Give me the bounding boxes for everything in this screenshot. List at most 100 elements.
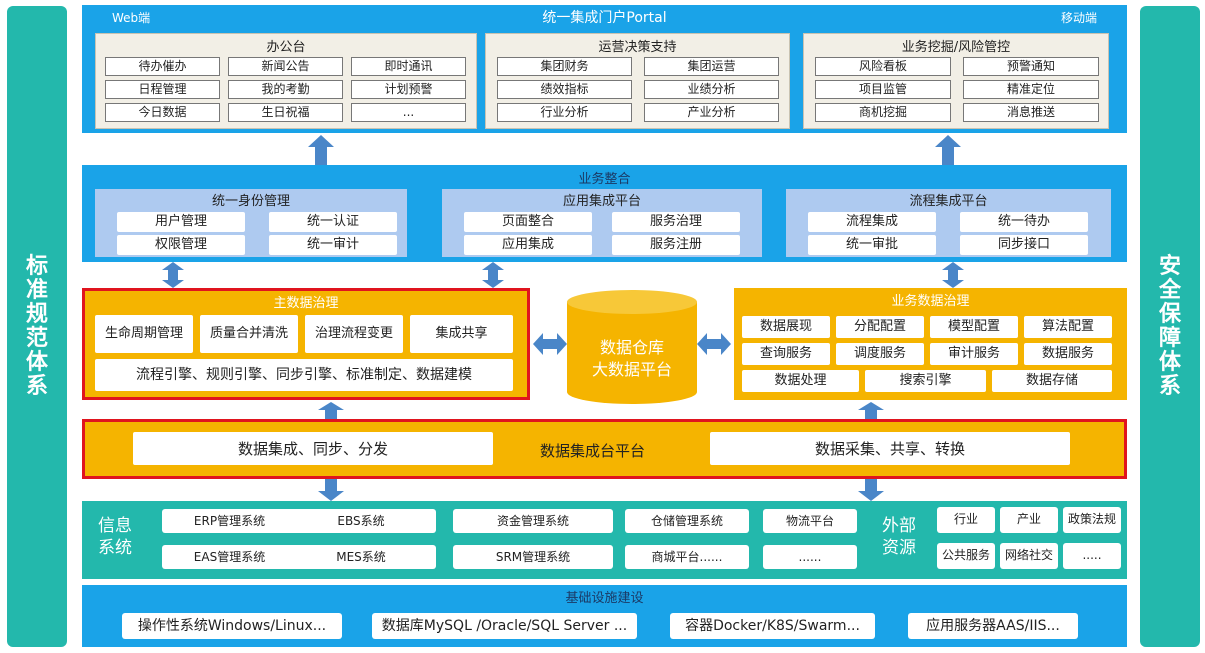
- business-data-item[interactable]: 分配配置: [836, 316, 924, 338]
- business-data-item[interactable]: 搜索引擎: [865, 370, 986, 392]
- office-item[interactable]: 今日数据: [105, 103, 220, 122]
- risk-item[interactable]: 精准定位: [963, 80, 1099, 99]
- risk-item[interactable]: 项目监管: [815, 80, 951, 99]
- business-data-item[interactable]: 审计服务: [930, 343, 1018, 365]
- bidirectional-arrow: [480, 262, 506, 288]
- standard-system-label: 标准规范体系: [25, 253, 48, 399]
- master-data-engines[interactable]: 流程引擎、规则引擎、同步引擎、标准制定、数据建模: [95, 359, 513, 391]
- office-item[interactable]: 计划预警: [351, 80, 466, 99]
- app-integration-item[interactable]: 页面整合: [464, 212, 592, 232]
- infra-item[interactable]: 数据库MySQL /Oracle/SQL Server ...: [372, 613, 637, 639]
- office-item[interactable]: 即时通讯: [351, 57, 466, 76]
- risk-panel-title: 业务挖掘/风险管控: [901, 40, 1011, 55]
- decision-item[interactable]: 集团运营: [644, 57, 779, 76]
- infra-item[interactable]: 容器Docker/K8S/Swarm...: [670, 613, 875, 639]
- office-item[interactable]: 我的考勤: [228, 80, 343, 99]
- business-data-item[interactable]: 算法配置: [1024, 316, 1112, 338]
- master-data-item[interactable]: 质量合并清洗: [200, 315, 298, 353]
- decision-panel-title: 运营决策支持: [598, 40, 677, 55]
- info-system-item[interactable]: MES系统: [286, 545, 436, 569]
- warehouse-line2: 大数据平台: [591, 360, 672, 379]
- app-integration-item[interactable]: 服务注册: [612, 235, 740, 255]
- external-item[interactable]: 政策法规: [1063, 507, 1121, 533]
- infra-item[interactable]: 应用服务器AAS/IIS...: [908, 613, 1078, 639]
- office-panel-title: 办公台: [266, 40, 306, 55]
- infra-item[interactable]: 操作性系统Windows/Linux...: [122, 613, 342, 639]
- app-integration-item[interactable]: 应用集成: [464, 235, 592, 255]
- info-systems-label: 信息系统: [98, 515, 138, 559]
- info-system-item[interactable]: ERP管理系统: [162, 509, 297, 533]
- security-system-label: 安全保障体系: [1158, 253, 1181, 399]
- identity-item[interactable]: 统一认证: [269, 212, 397, 232]
- info-system-item[interactable]: ......: [763, 545, 857, 569]
- horizontal-arrow: [697, 331, 731, 357]
- master-data-item[interactable]: 治理流程变更: [305, 315, 403, 353]
- master-data-title: 主数据治理: [273, 296, 339, 311]
- business-data-item[interactable]: 数据存储: [992, 370, 1112, 392]
- risk-item[interactable]: 消息推送: [963, 103, 1099, 122]
- master-data-item[interactable]: 生命周期管理: [95, 315, 193, 353]
- office-item[interactable]: 待办催办: [105, 57, 220, 76]
- info-system-item[interactable]: 商城平台......: [625, 545, 749, 569]
- business-data-title: 业务数据治理: [891, 294, 970, 309]
- data-warehouse-cylinder: 数据仓库 大数据平台: [567, 290, 697, 405]
- bidirectional-arrow: [940, 262, 966, 288]
- decision-item[interactable]: 业绩分析: [644, 80, 779, 99]
- business-data-item[interactable]: 模型配置: [930, 316, 1018, 338]
- risk-item[interactable]: 预警通知: [963, 57, 1099, 76]
- identity-item[interactable]: 统一审计: [269, 235, 397, 255]
- source-systems-layer: 信息系统 ERP管理系统 EBS系统 资金管理系统 仓储管理系统 物流平台 EA…: [82, 501, 1127, 579]
- infrastructure-layer: 基础设施建设 操作性系统Windows/Linux... 数据库MySQL /O…: [82, 585, 1127, 647]
- platform-right-box[interactable]: 数据采集、共享、转换: [710, 432, 1070, 465]
- office-item[interactable]: 生日祝福: [228, 103, 343, 122]
- info-system-item[interactable]: EBS系统: [286, 509, 436, 533]
- security-system-pillar: 安全保障体系: [1140, 6, 1200, 647]
- warehouse-line1: 数据仓库: [599, 338, 664, 357]
- external-item[interactable]: 网络社交: [1000, 543, 1058, 569]
- info-system-item[interactable]: 资金管理系统: [453, 509, 613, 533]
- external-resources-text: 外部资源: [882, 516, 916, 558]
- risk-item[interactable]: 风险看板: [815, 57, 951, 76]
- decision-panel: 运营决策支持 集团财务 集团运营 绩效指标 业绩分析 行业分析 产业分析: [485, 33, 790, 129]
- master-data-governance: 主数据治理 生命周期管理 质量合并清洗 治理流程变更 集成共享 流程引擎、规则引…: [82, 288, 530, 400]
- app-integration-group-title: 应用集成平台: [562, 194, 641, 209]
- process-item[interactable]: 统一审批: [808, 235, 936, 255]
- identity-group: 统一身份管理 用户管理 统一认证 权限管理 统一审计: [95, 189, 407, 257]
- up-arrow: [308, 135, 334, 165]
- info-system-item[interactable]: 物流平台: [763, 509, 857, 533]
- external-item[interactable]: 公共服务: [937, 543, 995, 569]
- business-data-item[interactable]: 调度服务: [836, 343, 924, 365]
- external-item[interactable]: 产业: [1000, 507, 1058, 533]
- decision-item[interactable]: 集团财务: [497, 57, 632, 76]
- external-item[interactable]: .....: [1063, 543, 1121, 569]
- info-system-item[interactable]: SRM管理系统: [453, 545, 613, 569]
- up-arrow: [318, 402, 344, 420]
- process-group: 流程集成平台 流程集成 统一待办 统一审批 同步接口: [786, 189, 1111, 257]
- process-item[interactable]: 流程集成: [808, 212, 936, 232]
- identity-item[interactable]: 权限管理: [117, 235, 245, 255]
- business-data-item[interactable]: 数据服务: [1024, 343, 1112, 365]
- decision-item[interactable]: 产业分析: [644, 103, 779, 122]
- identity-item[interactable]: 用户管理: [117, 212, 245, 232]
- info-systems-text: 信息系统: [98, 516, 132, 558]
- app-integration-item[interactable]: 服务治理: [612, 212, 740, 232]
- up-arrow: [935, 135, 961, 165]
- info-system-item[interactable]: EAS管理系统: [162, 545, 297, 569]
- business-data-item[interactable]: 数据展现: [742, 316, 830, 338]
- info-system-item[interactable]: 仓储管理系统: [625, 509, 749, 533]
- app-integration-group: 应用集成平台 页面整合 服务治理 应用集成 服务注册: [442, 189, 762, 257]
- risk-item[interactable]: 商机挖掘: [815, 103, 951, 122]
- decision-item[interactable]: 行业分析: [497, 103, 632, 122]
- platform-left-box[interactable]: 数据集成、同步、分发: [133, 432, 493, 465]
- decision-item[interactable]: 绩效指标: [497, 80, 632, 99]
- office-item[interactable]: 新闻公告: [228, 57, 343, 76]
- business-data-item[interactable]: 数据处理: [742, 370, 859, 392]
- external-item[interactable]: 行业: [937, 507, 995, 533]
- bidirectional-arrow: [160, 262, 186, 288]
- office-item[interactable]: ...: [351, 103, 466, 122]
- master-data-item[interactable]: 集成共享: [410, 315, 513, 353]
- office-item[interactable]: 日程管理: [105, 80, 220, 99]
- business-data-item[interactable]: 查询服务: [742, 343, 830, 365]
- process-item[interactable]: 同步接口: [960, 235, 1088, 255]
- process-item[interactable]: 统一待办: [960, 212, 1088, 232]
